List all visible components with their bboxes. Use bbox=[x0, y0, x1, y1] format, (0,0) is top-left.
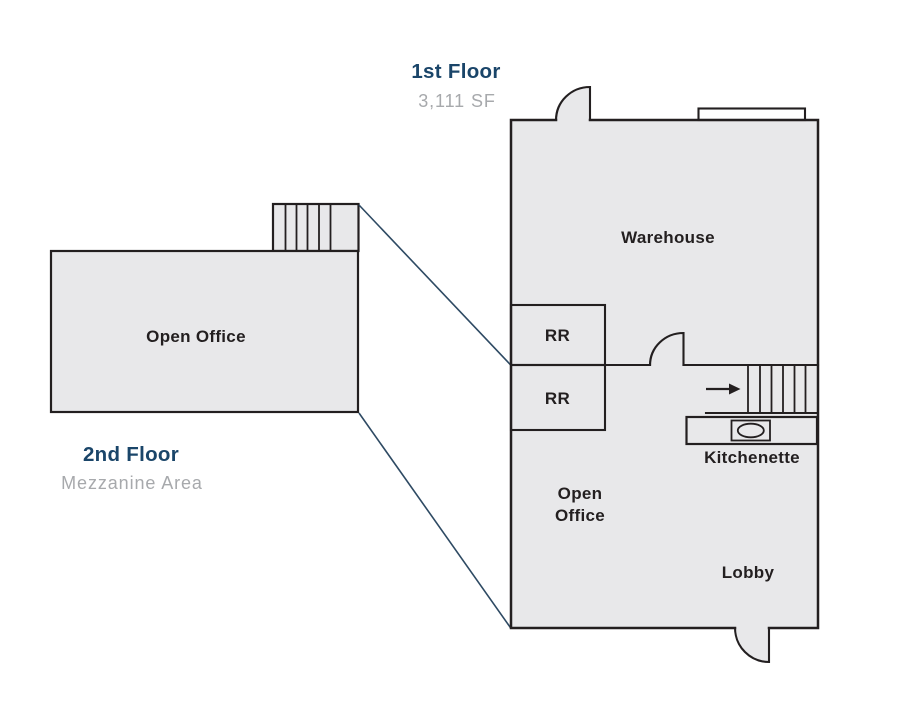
arrow-head bbox=[729, 383, 741, 395]
first-floor-wall-right bbox=[588, 118, 820, 630]
interior-door-icon bbox=[648, 331, 685, 367]
first-floor-stairs bbox=[704, 366, 819, 415]
first-floor-title: 1st Floor bbox=[411, 60, 500, 83]
sink-basin bbox=[730, 419, 771, 442]
restroom-top-label: RR bbox=[545, 326, 570, 345]
second-floor-plan: Open Office bbox=[49, 202, 360, 414]
warehouse-label: Warehouse bbox=[621, 228, 715, 247]
second-floor-subtitle: Mezzanine Area bbox=[61, 473, 203, 493]
lobby-label: Lobby bbox=[722, 563, 775, 582]
titles: 1st Floor 3,111 SF 2nd Floor Mezzanine A… bbox=[61, 60, 500, 493]
sink-icon bbox=[736, 422, 765, 439]
second-floor-title: 2nd Floor bbox=[83, 443, 179, 466]
kitchenette-label: Kitchenette bbox=[704, 448, 800, 467]
restroom-bottom-label: RR bbox=[545, 389, 570, 408]
first-floor-slab bbox=[511, 120, 818, 628]
top-entry-door-swing bbox=[556, 87, 590, 120]
first-floor-open-office-label-line1: Open bbox=[558, 484, 603, 503]
first-floor-plan: Warehouse RR RR Kitchenette Open Office … bbox=[509, 85, 820, 664]
restroom-bottom-room bbox=[509, 363, 607, 432]
second-floor-open-office-label: Open Office bbox=[146, 327, 246, 346]
connector-line-bottom bbox=[358, 412, 512, 629]
stair-direction-arrow-icon bbox=[706, 383, 741, 395]
kitchenette-counter bbox=[685, 415, 819, 446]
dock-door-marker bbox=[697, 107, 807, 122]
bottom-entry-door-icon bbox=[733, 626, 771, 664]
first-floor-open-office-label-line2: Office bbox=[555, 506, 605, 525]
kitchenette-counter-outline bbox=[685, 415, 819, 446]
first-floor-area-text: 3,111 SF bbox=[418, 91, 496, 111]
second-floor-open-office-room bbox=[49, 249, 360, 414]
floor-connector-lines bbox=[358, 204, 512, 629]
second-floor-stair-treads bbox=[284, 204, 332, 251]
top-entry-door-icon bbox=[554, 85, 592, 122]
second-floor-stairs bbox=[271, 202, 360, 253]
bottom-entry-door-swing bbox=[735, 628, 769, 662]
connector-line-top bbox=[358, 204, 512, 366]
